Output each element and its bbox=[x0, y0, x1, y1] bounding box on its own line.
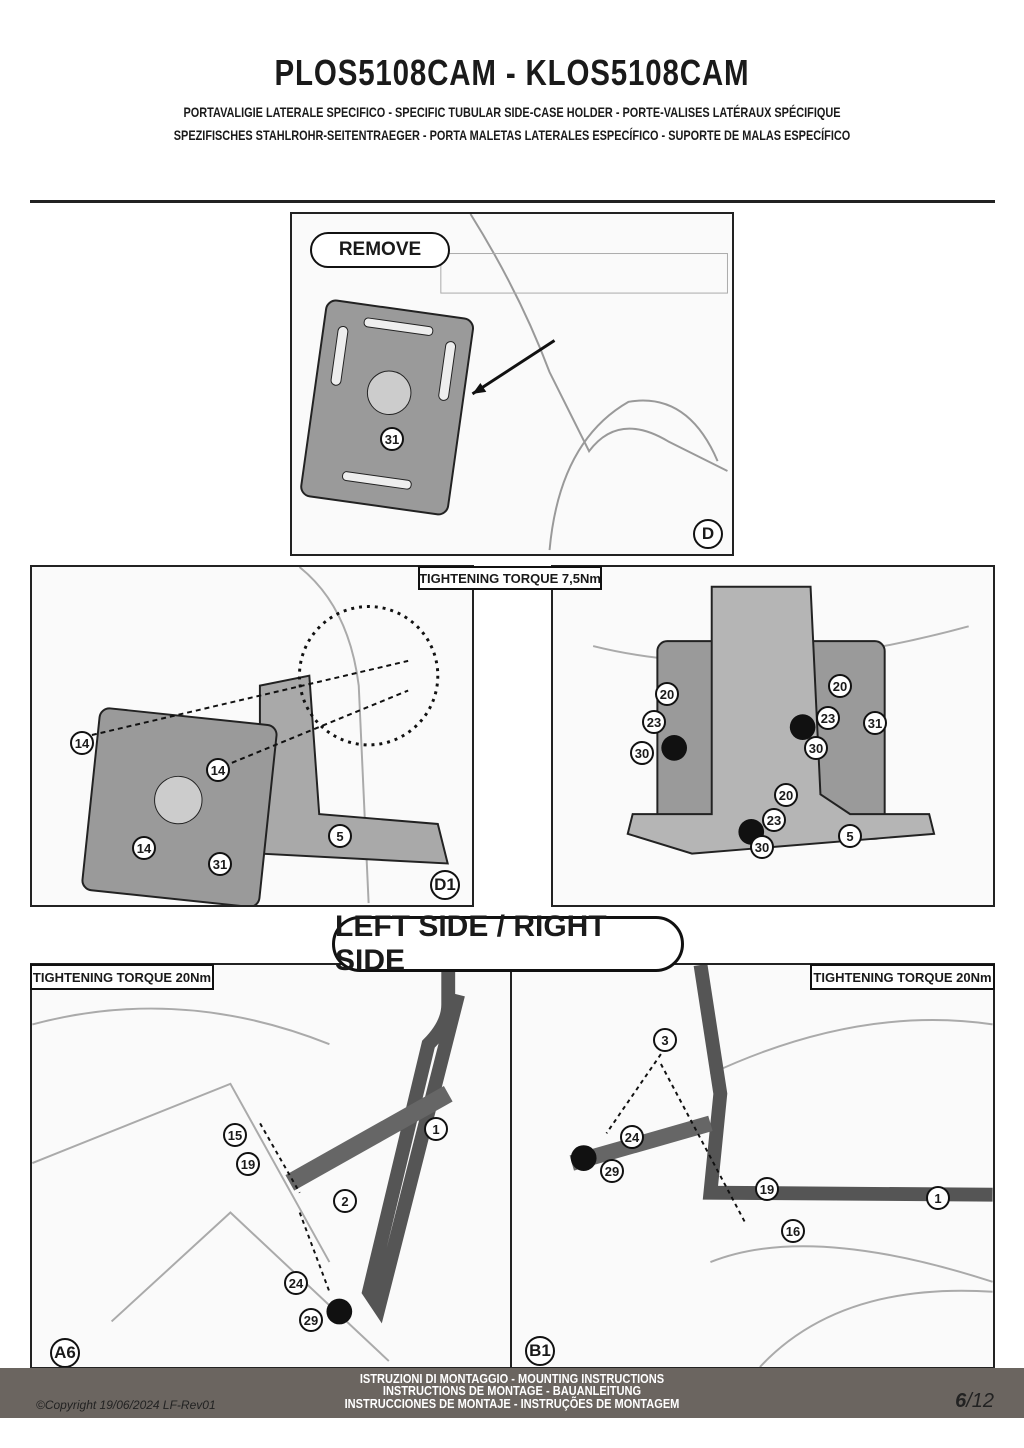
callout-20: 20 bbox=[828, 674, 852, 698]
callout-1: 1 bbox=[424, 1117, 448, 1141]
callout-30: 30 bbox=[750, 835, 774, 859]
callout-14: 14 bbox=[132, 836, 156, 860]
callout-15: 15 bbox=[223, 1123, 247, 1147]
torque-label-7-5nm: TIGHTENING TORQUE 7,5Nm bbox=[418, 566, 602, 590]
page-total: /12 bbox=[966, 1390, 994, 1412]
callout-31: 31 bbox=[863, 711, 887, 735]
torque-label-20nm-right: TIGHTENING TORQUE 20Nm bbox=[810, 964, 995, 990]
footer-bar: ISTRUZIONI DI MONTAGGIO - MOUNTING INSTR… bbox=[0, 1368, 1024, 1418]
callout-29: 29 bbox=[299, 1308, 323, 1332]
remove-label: REMOVE bbox=[310, 232, 450, 268]
callout-31: 31 bbox=[208, 852, 232, 876]
plate-install-illustration bbox=[81, 567, 449, 905]
callout-20: 20 bbox=[774, 783, 798, 807]
callout-30: 30 bbox=[804, 736, 828, 760]
callout-3: 3 bbox=[653, 1028, 677, 1052]
callout-16: 16 bbox=[781, 1219, 805, 1243]
footer-line-3: INSTRUCCIONES DE MONTAJE - INSTRUÇÕES DE… bbox=[344, 1396, 680, 1411]
panel-d-remove-plate: REMOVE 31 D bbox=[290, 212, 734, 556]
callout-2: 2 bbox=[333, 1189, 357, 1213]
callout-24: 24 bbox=[284, 1271, 308, 1295]
callout-31: 31 bbox=[380, 427, 404, 451]
step-label-d1: D1 bbox=[430, 870, 460, 900]
header-divider bbox=[30, 200, 995, 203]
page-number: 6/12 bbox=[955, 1390, 994, 1413]
callout-23: 23 bbox=[642, 710, 666, 734]
step-label-a6: A6 bbox=[50, 1338, 80, 1367]
left-side-illustration bbox=[32, 965, 465, 1362]
copyright: ©Copyright 19/06/2024 LF-Rev01 bbox=[36, 1398, 216, 1412]
callout-23: 23 bbox=[816, 706, 840, 730]
step-label-b1: B1 bbox=[525, 1336, 555, 1366]
document-title: PLOS5108CAM - KLOS5108CAM bbox=[274, 52, 750, 93]
side-label: LEFT SIDE / RIGHT SIDE bbox=[332, 910, 684, 977]
step-label-d: D bbox=[693, 519, 723, 549]
plate-removal-illustration bbox=[300, 214, 728, 551]
footer-line-1: ISTRUZIONI DI MONTAGGIO - MOUNTING INSTR… bbox=[359, 1371, 665, 1386]
callout-19: 19 bbox=[755, 1177, 779, 1201]
torque-label-20nm-left: TIGHTENING TORQUE 20Nm bbox=[30, 964, 214, 990]
callout-29: 29 bbox=[600, 1159, 624, 1183]
footer-line-2: INSTRUCTIONS DE MONTAGE - BAUANLEITUNG bbox=[382, 1383, 642, 1398]
callout-5: 5 bbox=[328, 824, 352, 848]
callout-1: 1 bbox=[926, 1186, 950, 1210]
callout-24: 24 bbox=[620, 1125, 644, 1149]
panel-d1-detail: 20 23 30 20 23 31 30 20 23 30 5 bbox=[551, 565, 995, 907]
panel-d1-install-plate: 14 14 14 31 5 D1 bbox=[30, 565, 474, 907]
callout-30: 30 bbox=[630, 741, 654, 765]
subtitle-line-1: PORTAVALIGIE LATERALE SPECIFICO - SPECIF… bbox=[183, 104, 841, 120]
callout-14: 14 bbox=[70, 731, 94, 755]
right-side-illustration bbox=[569, 965, 993, 1367]
callout-5: 5 bbox=[838, 824, 862, 848]
page-current: 6 bbox=[955, 1390, 967, 1412]
panel-a6-left-side: 15 19 1 2 24 29 A6 bbox=[30, 963, 512, 1369]
callout-14: 14 bbox=[206, 758, 230, 782]
plate-fixing-detail-illustration bbox=[592, 585, 969, 855]
callout-19: 19 bbox=[236, 1152, 260, 1176]
callout-23: 23 bbox=[762, 808, 786, 832]
panel-b1-right-side: 3 24 29 19 1 16 B1 bbox=[510, 963, 995, 1369]
callout-20: 20 bbox=[655, 682, 679, 706]
subtitle-line-2: SPEZIFISCHES STAHLROHR-SEITENTRAEGER - P… bbox=[173, 127, 851, 143]
